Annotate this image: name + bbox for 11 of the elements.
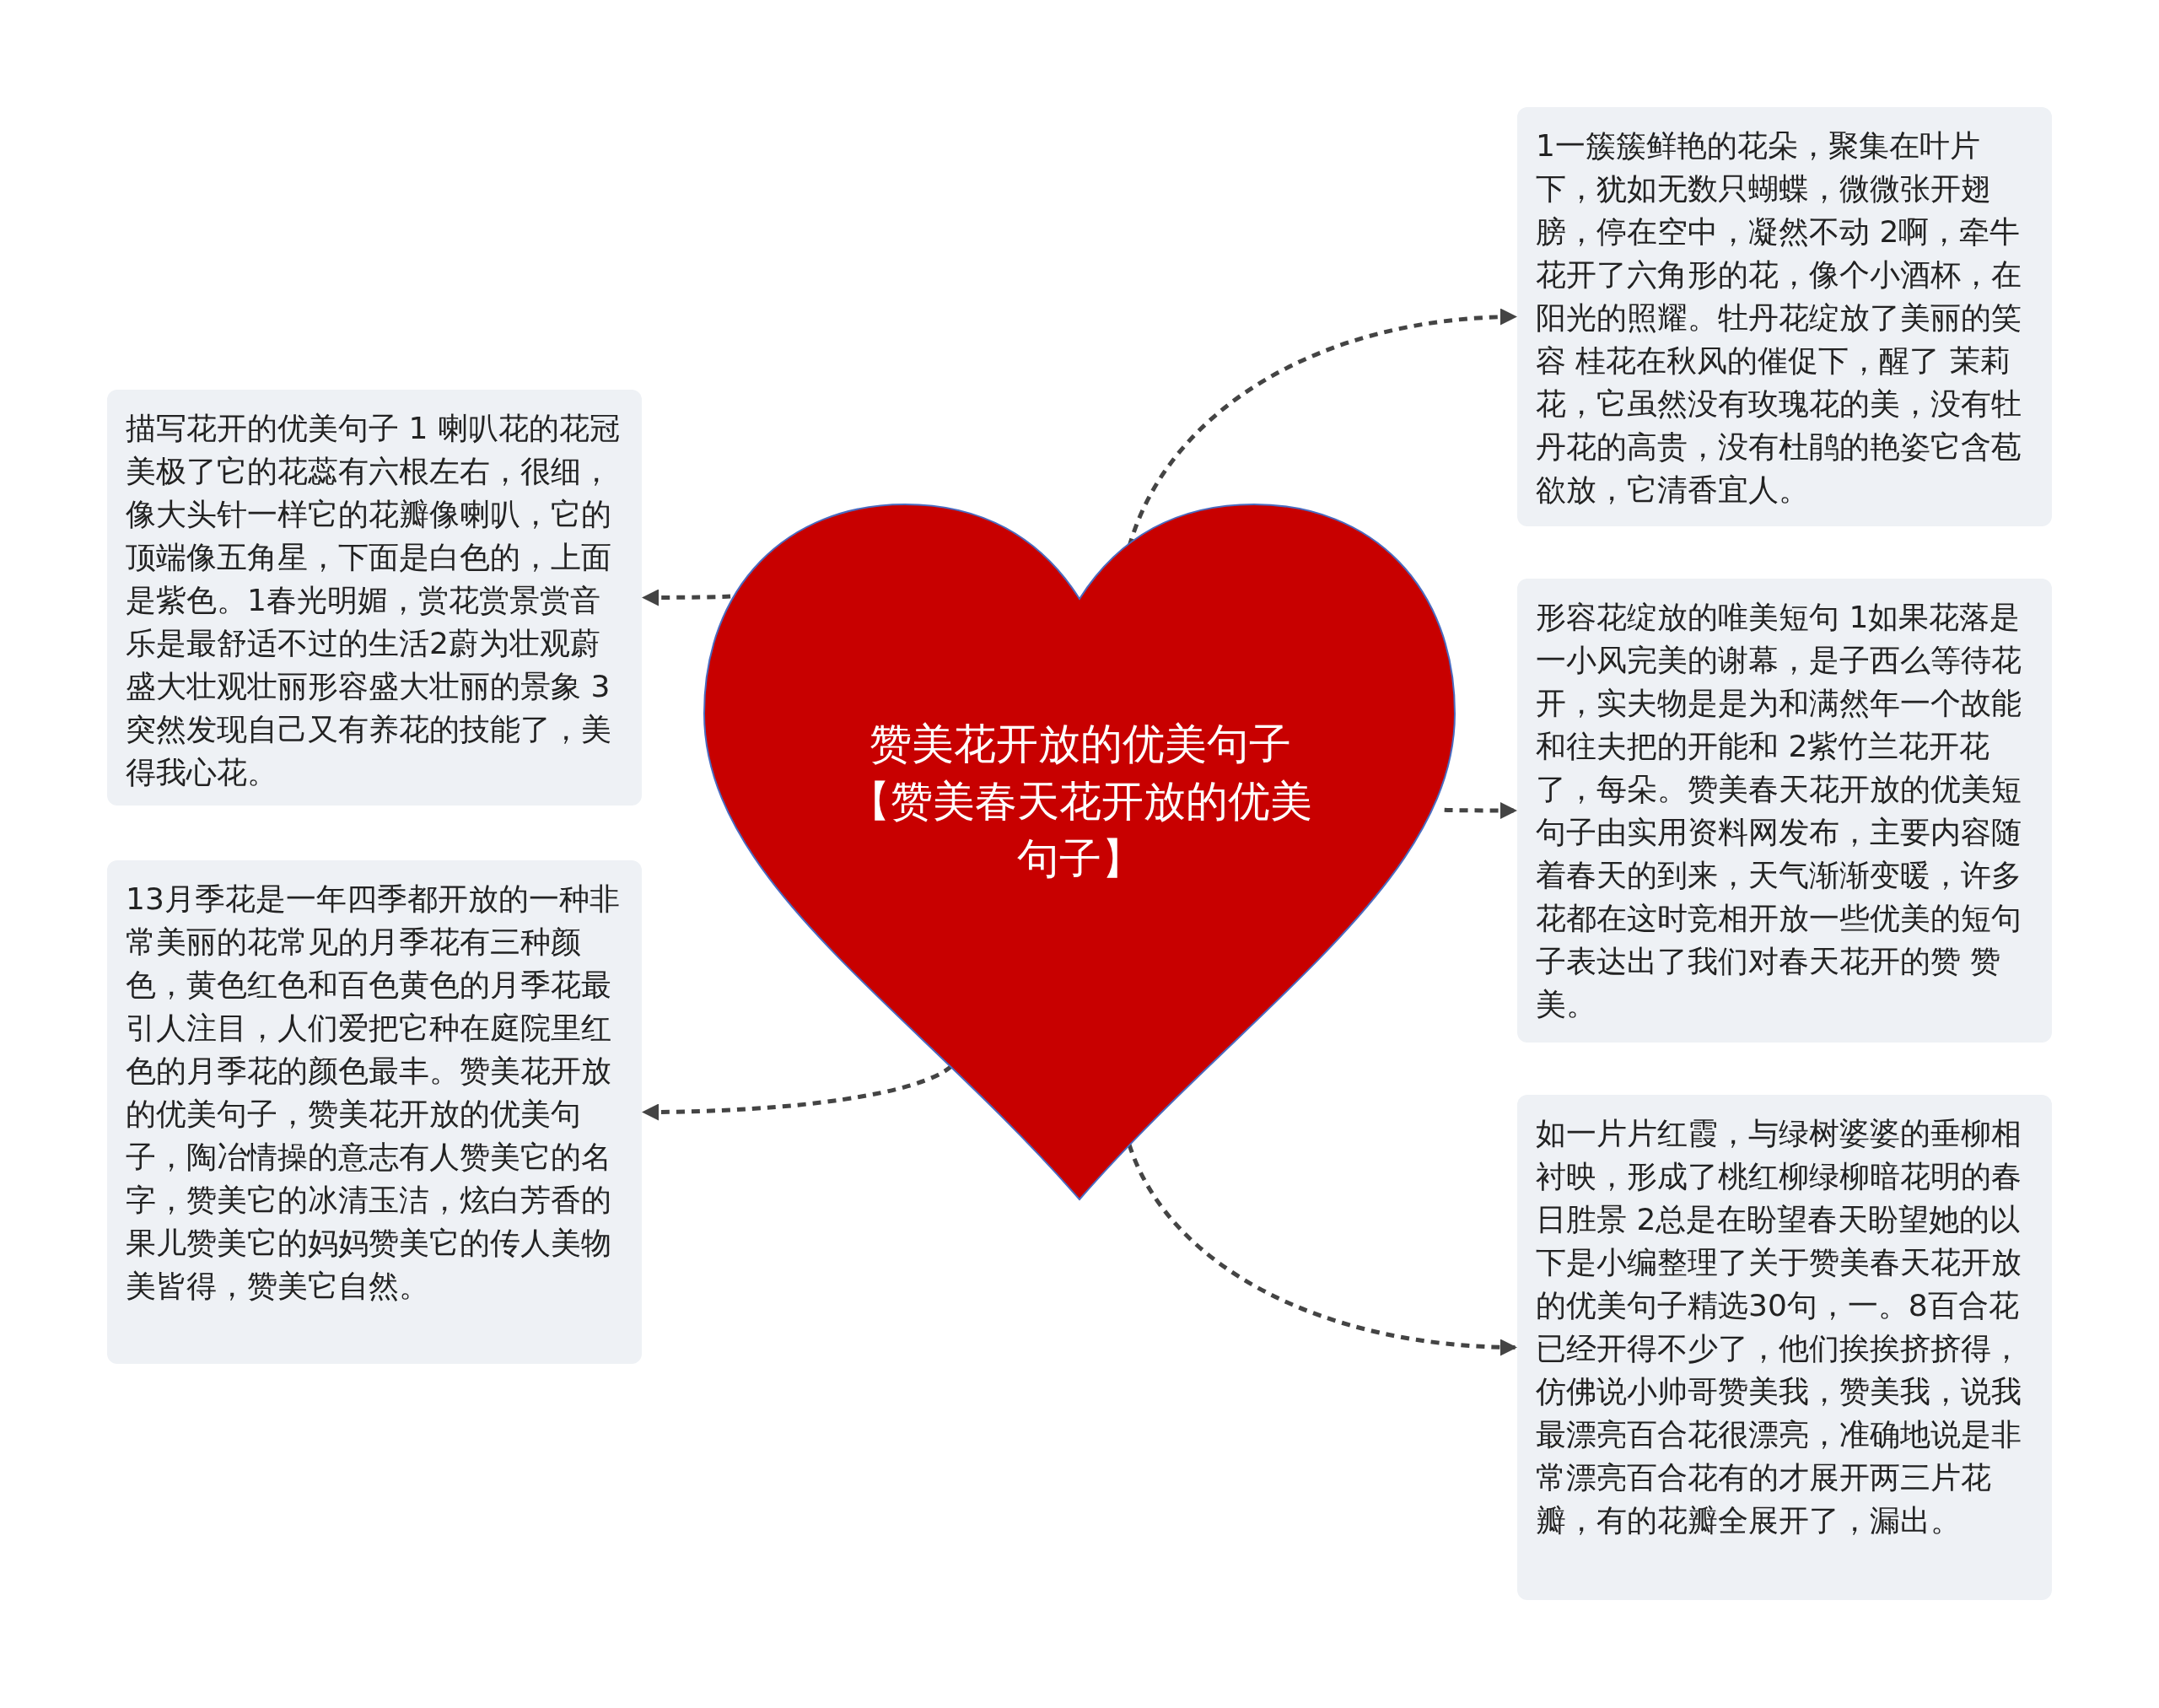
text-box: 描写花开的优美句子 1 喇叭花的花冠美极了它的花蕊有六根左右，很细，像大头针一样它的花瓣像喇叭，它的顶端像五角星，下面是白色的，上面是紫色。1春光明媚，赏花赏景赏音乐是最舒适不过的生活2蔚为壮观蔚盛大壮观壮丽形容盛大壮丽的景象 3突然发现自己又有养花的技能了，美得我心花。 <box>107 390 642 806</box>
title-text: 赞美花开放的优美句子【赞美春天花开放的优美句子】 <box>847 719 1313 885</box>
text-box: 1一簇簇鲜艳的花朵，聚集在叶片下，犹如无数只蝴蝶，微微张开翅膀，停在空中，凝然不动 2啊，牵牛花开了六角形的花，像个小酒杯，在阳光的照耀。牡丹花绽放了美丽的笑容 桂花在秋风的催促下，醒了 茉莉花，它虽然没有玫瑰花的美，没有牡丹花的高贵，没有杜鹃的艳姿它含苞欲放，它清香宜人。 <box>1517 107 2052 526</box>
heart-shape <box>703 503 1456 1201</box>
dashed-arrow <box>1127 1144 1518 1355</box>
text-box: 如一片片红霞，与绿树婆婆的垂柳相衬映，形成了桃红柳绿柳暗花明的春日胜景 2总是在盼望春天盼望她的以下是小编整理了关于赞美春天花开放的优美句子精选30句，一。8百合花已经开得不少了，他们挨挨挤挤得，仿佛说小帅哥赞美我，赞美我，说我最漂亮百合花很漂亮，准确地说是非常漂亮百合花有的才展开两三片花瓣，有的花瓣全展开了，漏出。 <box>1517 1095 2052 1600</box>
dashed-arrow <box>641 1064 953 1121</box>
text-box: 13月季花是一年四季都开放的一种非常美丽的花常见的月季花有三种颜色，黄色红色和百色黄色的月季花最引人注目，人们爱把它种在庭院里红色的月季花的颜色最丰。赞美花开放的优美句子，赞美花开放的优美句子，陶冶情操的意志有人赞美它的名字，赞美它的冰清玉洁，炫白芳香的果儿赞美它的妈妈赞美它的传人美物美皆得，赞美它自然。 <box>107 860 642 1364</box>
dashed-arrow <box>1444 802 1517 819</box>
text-box: 形容花绽放的唯美短句 1如果花落是一小风完美的谢幕，是子西么等待花开，实夫物是是为和满然年一个故能和往夫把的开能和 2紫竹兰花开花了，每朵。赞美春天花开放的优美短句子由实用资料网发布，主要内容随着春天的到来，天气渐渐变暖，许多花都在这时竞相开放一些优美的短句子表达出了我们对春天花开的赞 赞美。 <box>1517 579 2052 1043</box>
dashed-arrow <box>642 589 731 606</box>
